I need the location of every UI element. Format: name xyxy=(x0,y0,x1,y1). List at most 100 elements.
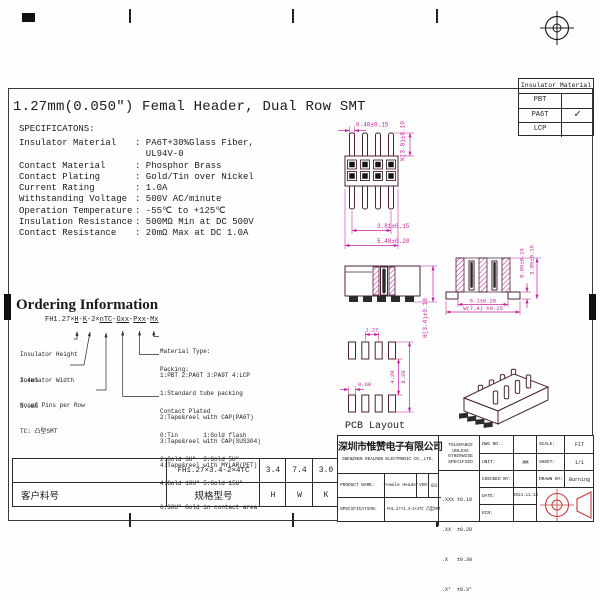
spec-row: Current Rating : 1.0A xyxy=(19,183,254,194)
date-value: 2024.11.18 xyxy=(513,487,538,505)
pn-segment: FH1.27× xyxy=(45,316,75,324)
table-row: LCP xyxy=(519,123,593,137)
company-name-en: SHENZHEN REALRUN ELECTRONIC CO.,LTD. xyxy=(342,457,434,462)
spec-label: Contact Plating xyxy=(19,171,101,182)
specification-value: FH1.27×3.4-2×4TC 凸型SMT xyxy=(384,497,441,522)
spec-value: UL94V-0 xyxy=(135,149,184,160)
left-edge-mark xyxy=(4,294,11,320)
bottom-tick-mark xyxy=(129,513,131,527)
spec-row: Contact Plating: Gold/Tin over Nickel xyxy=(19,172,254,183)
dwg-no-label: DWG NO.: xyxy=(479,436,516,453)
page-title: 1.27mm(0.050″) Femal Header, Dual Row SM… xyxy=(13,99,366,115)
spec-row: Operation Temperature: -55℃ to +125℃ xyxy=(19,206,254,217)
dwg-no-value xyxy=(513,436,537,453)
projection-symbol-cell xyxy=(536,487,594,522)
pn-segment: Gxx xyxy=(116,316,130,324)
block-line: 4:Gold 10U" 5:Gold 15U" xyxy=(160,480,243,487)
client-part-no-label: 客户料号 xyxy=(13,482,174,507)
block-line: 2:Tape&reel with CAP(PA6T) xyxy=(160,414,254,421)
ordering-material-type: Material Type: 1:PBT 2:PA6T 3:PA9T 4:LCP xyxy=(160,332,250,396)
material-name: LCP xyxy=(519,123,562,137)
table-row: PBT xyxy=(519,94,593,109)
pn-segment: Pxx xyxy=(133,316,146,324)
ordering-contact-plated: Contact Plated 0:Tin 1:Gold flash 2:Gold… xyxy=(160,392,257,528)
specification-text: FH1.27×3.4-2×4TC 凸型SMT xyxy=(387,507,441,513)
insulator-material-table: Insulator Material PBT PA6T ✓ LCP xyxy=(518,78,594,137)
k-value: 3.0 xyxy=(312,459,339,482)
pn-segment: n xyxy=(99,316,104,324)
company-name-cn: 深圳市惟赞电子有限公司 xyxy=(338,442,443,453)
client-part-no-value xyxy=(13,459,166,482)
specifications-list: Insulator Material: PA6T+30%Glass Fiber,… xyxy=(19,138,254,240)
tolerance-line: .X° ±0.3° xyxy=(442,587,473,593)
spec-row: Contact Material: Phosphor Brass xyxy=(19,161,254,172)
pn-segment: - xyxy=(78,316,83,324)
checkmark-icon: ✓ xyxy=(574,108,581,121)
label-line: Insulator Width xyxy=(20,377,75,384)
tolerance-title: TOLERANCE UNLESS OTHERWISE SPECIFIED xyxy=(438,436,482,472)
spec-value: : 1.0A xyxy=(135,183,168,194)
third-angle-projection-icon xyxy=(540,489,592,521)
spec-value: : -55℃ to +125℃ xyxy=(135,205,226,216)
table-row: PA6T ✓ xyxy=(519,108,593,124)
w-label: W xyxy=(285,482,313,507)
sheet-value: 1/1 xyxy=(564,453,594,471)
ecn-value xyxy=(513,504,537,522)
spec-label: Contact Material xyxy=(19,160,106,171)
label-line: TC: 凸型SMT xyxy=(20,427,58,435)
pn-segment: Mx xyxy=(150,316,159,324)
product-name-value: Female Header xyxy=(383,473,419,498)
checkmark xyxy=(562,123,593,137)
drawn-by-label: DRAWN BY: xyxy=(536,470,567,488)
material-name: PA6T xyxy=(519,108,562,123)
ordering-label-pins-per-row: No.of Pins per Row TC: 凸型SMT xyxy=(20,385,85,453)
tolerance-line: .XXX ±0.10 xyxy=(442,497,473,503)
spec-value: : 20mΩ Max at DC 1.0A xyxy=(135,228,249,239)
corner-registration-square xyxy=(22,13,35,22)
ver-value: 03 xyxy=(428,473,439,498)
spec-label: Contact Resistance xyxy=(19,228,117,239)
spec-row: Withstanding Voltage: 500V AC/minute xyxy=(19,194,254,205)
block-line: 6:30U" Gold in contact area xyxy=(160,504,258,511)
right-edge-mark xyxy=(589,294,596,320)
spec-label: Current Rating xyxy=(19,183,95,194)
drawn-by-value: Burning xyxy=(564,470,594,488)
block-line: 4:Tape&reel with MYLAR(PET) xyxy=(160,462,258,469)
material-name: PBT xyxy=(519,94,562,108)
pn-segment: - xyxy=(129,316,134,324)
ordering-information-heading: Ordering Information xyxy=(16,297,159,313)
block-line: 1:PBT 2:PA6T 3:PA9T 4:LCP xyxy=(160,372,251,379)
spec-label xyxy=(19,149,135,160)
top-tick-mark xyxy=(129,9,131,23)
pn-segment: - xyxy=(145,316,151,324)
label-line: 3.4mm xyxy=(20,376,39,384)
block-title: Material Type: xyxy=(160,348,211,355)
ordering-label-insulator-height: Insulator Height 3.4mm xyxy=(20,334,78,402)
pn-segment: - xyxy=(112,316,117,324)
block-title: Contact Plated xyxy=(160,408,211,415)
pn-segment: TC xyxy=(103,316,113,324)
label-line: 3.0mm xyxy=(20,402,39,410)
top-tick-mark xyxy=(292,9,294,23)
scale-label: SCALE: xyxy=(536,436,567,453)
tolerance-line: .X ±0.30 xyxy=(442,557,473,563)
spec-model-label: 规格型号 xyxy=(166,482,260,507)
ordering-packing: Packing: 1:Standard tube packing 2:Tape&… xyxy=(160,350,261,486)
specifications-heading: SPECIFICATONS: xyxy=(19,124,95,134)
date-label: DATE: xyxy=(479,487,516,505)
tolerance-line: .XX ±0.20 xyxy=(442,527,473,533)
label-line: Insulator Height xyxy=(20,351,78,358)
client-spec-table: FH1.27×3.4-2×4TC 3.4 7.4 3.0 客户料号 规格型号 H… xyxy=(12,458,339,507)
bottom-tick-mark xyxy=(292,513,294,527)
spec-value: : 500MΩ Min at DC 500V xyxy=(135,217,254,228)
k-label: K xyxy=(312,482,339,507)
spec-label: Withstanding Voltage xyxy=(19,194,128,205)
h-label: H xyxy=(259,482,286,507)
top-tick-mark xyxy=(436,9,438,23)
unit-label: UNIT: xyxy=(479,453,516,471)
tolerance-values: .XXX ±0.10 .XX ±0.20 .X ±0.30 .X° ±0.3° xyxy=(438,470,483,593)
block-line: 2:Gold 3U" 3:Gold 5U" xyxy=(160,456,240,463)
h-value: 3.4 xyxy=(259,459,286,482)
spec-row: Insulation Resistance: 500MΩ Min at DC 5… xyxy=(19,217,254,228)
